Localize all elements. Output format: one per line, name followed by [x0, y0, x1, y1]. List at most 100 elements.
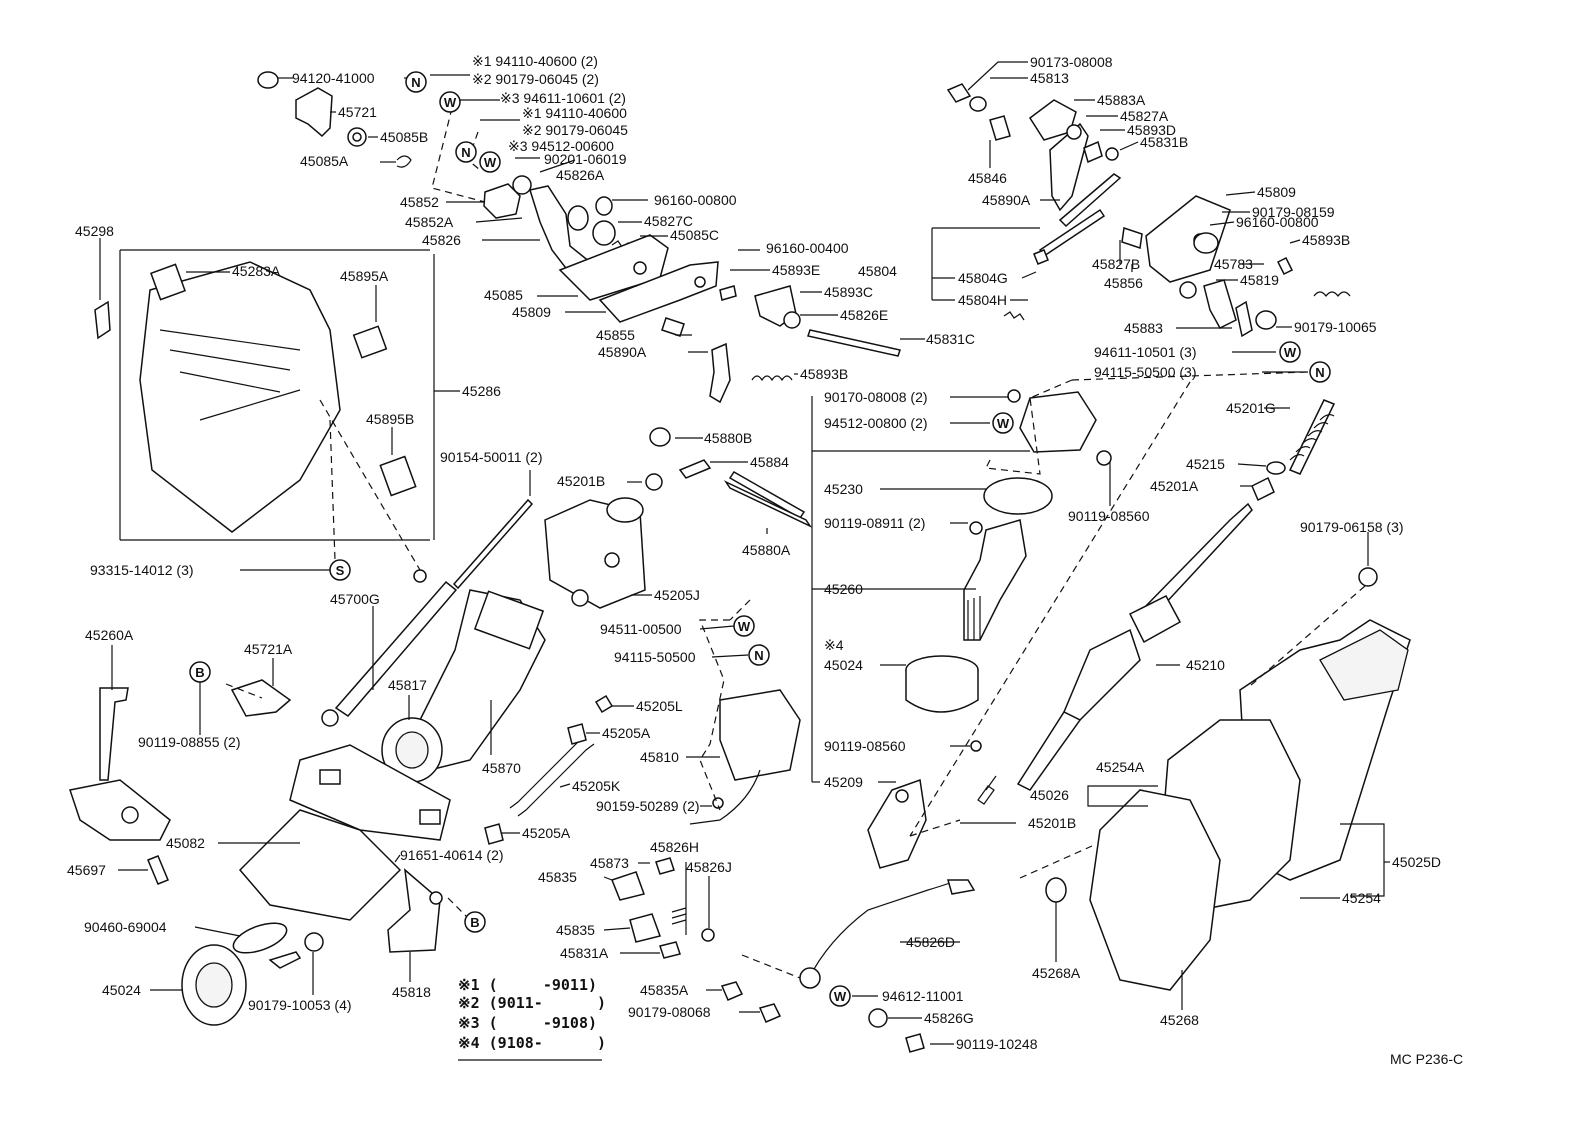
svg-text:W: W — [997, 416, 1010, 431]
symbol-w: W — [992, 412, 1014, 434]
part-label: 45085A — [300, 153, 349, 169]
svg-text:W: W — [1284, 345, 1297, 360]
part-label: 45697 — [67, 862, 106, 878]
part-label: ※2 90179-06045 — [522, 122, 628, 138]
part-drawings — [69, 71, 1411, 1053]
svg-text:N: N — [1315, 365, 1324, 380]
part-label: 45804H — [958, 292, 1007, 308]
part-label: 45819 — [1240, 272, 1279, 288]
part-label: 45721 — [338, 104, 377, 120]
diagram-code: MC P236-C — [1390, 1051, 1463, 1067]
symbol-n: N — [455, 141, 477, 163]
part-label: 45082 — [166, 835, 205, 851]
part-label: 45895B — [366, 411, 414, 427]
part-label: 94512-00800 (2) — [824, 415, 928, 431]
part-label: 94611-10501 (3) — [1094, 344, 1196, 360]
part-label: 45260 — [824, 581, 863, 597]
part-label: 45215 — [1186, 456, 1225, 472]
part-label: 45895A — [340, 268, 389, 284]
part-label: 90179-08159 — [1252, 204, 1335, 220]
part-label: 45826J — [686, 859, 732, 875]
part-label: 45283A — [232, 263, 281, 279]
part-label: 45254A — [1096, 759, 1145, 775]
part-label: 90119-08560 — [824, 738, 906, 754]
symbol-w: W — [439, 91, 461, 113]
part-label: 45826H — [650, 839, 699, 855]
part-label: 45024 — [824, 657, 863, 673]
part-label: 45873 — [590, 855, 629, 871]
part-label: 45286 — [462, 383, 501, 399]
part-label: 45880A — [742, 542, 791, 558]
part-label: 94511-00500 — [600, 621, 682, 637]
part-label: 90179-06158 (3) — [1300, 519, 1404, 535]
part-label: 90173-08008 — [1030, 54, 1113, 70]
part-label: 45893C — [824, 284, 873, 300]
part-label: 90179-10053 (4) — [248, 997, 352, 1013]
part-label: 90119-08911 (2) — [824, 515, 925, 531]
part-label: 45209 — [824, 774, 863, 790]
svg-text:N: N — [461, 145, 470, 160]
symbol-n: N — [1309, 361, 1331, 383]
part-label: 45893E — [772, 262, 820, 278]
part-label: 96160-00800 — [654, 192, 737, 208]
part-label: 45085 — [484, 287, 523, 303]
part-label: 90119-08560 — [1068, 508, 1150, 524]
part-label: 45268A — [1032, 965, 1081, 981]
part-label: 45826A — [556, 167, 605, 183]
part-label: 45835A — [640, 982, 689, 998]
part-label: 45846 — [968, 170, 1007, 186]
part-label: 45230 — [824, 481, 863, 497]
part-label: 45804G — [958, 270, 1008, 286]
part-label: 45085C — [670, 227, 719, 243]
part-label: ※3 94611-10601 (2) — [500, 90, 626, 106]
part-label: 45893B — [1302, 232, 1350, 248]
symbol-n: N — [405, 71, 427, 93]
symbol-w: W — [733, 615, 755, 637]
part-label: 45856 — [1104, 275, 1143, 291]
part-label: 45884 — [750, 454, 789, 470]
svg-text:W: W — [738, 619, 751, 634]
part-label: 45809 — [512, 304, 551, 320]
part-label: 45852A — [405, 214, 454, 230]
part-label: 45809 — [1257, 184, 1296, 200]
part-label: ※3 94512-00600 — [508, 138, 614, 154]
part-label: 90119-08855 (2) — [138, 734, 240, 750]
part-label: 90159-50289 (2) — [596, 798, 700, 814]
part-label: 45260A — [85, 627, 134, 643]
part-label: 45201A — [1150, 478, 1199, 494]
part-label: 45855 — [596, 327, 635, 343]
part-label: 45831B — [1140, 134, 1188, 150]
part-label: 45893B — [800, 366, 848, 382]
part-label: 45254 — [1342, 890, 1381, 906]
part-label: 90460-69004 — [84, 919, 167, 935]
part-label: 45826E — [840, 307, 888, 323]
svg-text:W: W — [484, 155, 497, 170]
svg-text:N: N — [411, 75, 420, 90]
part-label: 45852 — [400, 194, 439, 210]
symbol-w: W — [1279, 341, 1301, 363]
part-label: 45880B — [704, 430, 752, 446]
part-label: 94612-11001 — [882, 988, 964, 1004]
part-label: 96160-00800 — [1236, 214, 1319, 230]
part-label: 93315-14012 (3) — [90, 562, 194, 578]
part-label: 90179-10065 — [1294, 319, 1377, 335]
leader-lines — [99, 61, 1390, 1061]
part-label: 45890A — [982, 192, 1031, 208]
part-label: 45024 — [102, 982, 141, 998]
svg-text:W: W — [444, 95, 457, 110]
part-label: 45205J — [654, 587, 700, 603]
part-label: 90119-10248 — [956, 1036, 1038, 1052]
part-label: 45826D — [906, 934, 955, 950]
part-label: 45883A — [1097, 92, 1146, 108]
part-label: 45268 — [1160, 1012, 1199, 1028]
part-label: 45026 — [1030, 787, 1069, 803]
part-label: 45025D — [1392, 854, 1441, 870]
part-label: 45883 — [1124, 320, 1163, 336]
footnotes: ※1 ( -9011) ※2 (9011- ) ※3 ( -9108) ※4 (… — [458, 976, 606, 1052]
svg-text:S: S — [336, 563, 345, 578]
symbol-n: N — [748, 644, 770, 666]
svg-text:B: B — [470, 915, 479, 930]
part-label: 45817 — [388, 677, 427, 693]
part-label: 45201B — [557, 473, 605, 489]
part-label: 45890A — [598, 344, 647, 360]
